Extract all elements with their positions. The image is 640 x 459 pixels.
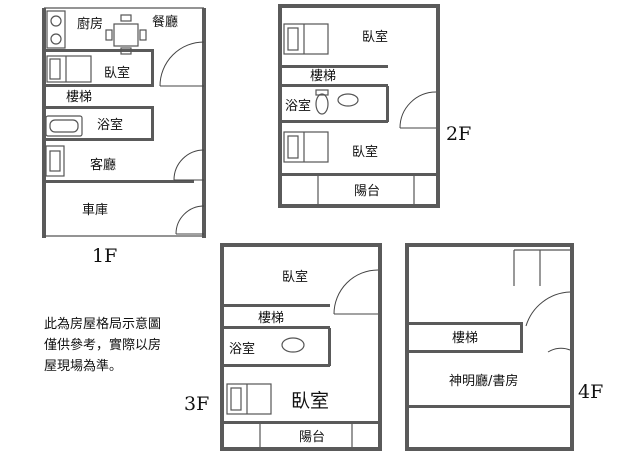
- door-swing-icon: [333, 269, 379, 315]
- floor-4f: 樓梯 神明廳/書房 4F: [405, 243, 603, 451]
- toilet-icon: [315, 89, 329, 115]
- disclaimer-line: 此為房屋格局示意圖: [44, 317, 162, 332]
- room-label-stairs: 樓梯: [452, 331, 478, 346]
- floor-label-1f: 1F: [92, 245, 117, 267]
- bathtub-icon: [45, 115, 83, 137]
- floor-label-4f: 4F: [578, 381, 603, 403]
- room-label-balcony: 陽台: [354, 184, 380, 199]
- bed-icon: [46, 55, 92, 83]
- room-label-dining: 餐廳: [152, 14, 178, 30]
- room-label-kitchen: 廚房: [77, 16, 103, 32]
- sink-icon: [337, 93, 359, 107]
- room-label-bedroom: 臥室: [362, 29, 388, 45]
- door-swing-icon: [173, 149, 205, 181]
- room-label-bedroom: 臥室: [352, 144, 378, 160]
- floor-1f: 廚房 餐廳 臥室 樓梯 浴室 客廳 車庫 1F: [42, 7, 206, 267]
- bed-icon: [226, 383, 272, 415]
- door-swing-icon: [525, 291, 571, 327]
- room-label-bathroom: 浴室: [97, 117, 123, 133]
- room-label-garage: 車庫: [82, 203, 108, 218]
- room-label-bedroom: 臥室: [104, 65, 130, 81]
- door-swing-icon: [547, 347, 571, 353]
- bed-icon: [283, 23, 329, 55]
- room-label-balcony: 陽台: [299, 430, 325, 445]
- floor-2f: 臥室 樓梯 浴室 臥室 陽台 2F: [278, 4, 471, 208]
- room-label-bedroom: 臥室: [282, 269, 308, 285]
- floor-label-3f: 3F: [184, 393, 209, 415]
- room-label-stairs: 樓梯: [258, 311, 284, 326]
- room-label-bedroom: 臥室: [291, 390, 329, 412]
- dining-table-icon: [105, 14, 147, 55]
- sink-icon: [281, 337, 305, 353]
- floor-3f: 臥室 樓梯 浴室 臥室 陽台 3F: [184, 243, 382, 451]
- disclaimer-line: 屋現場為準。: [44, 359, 123, 374]
- door-swing-icon: [175, 205, 205, 235]
- room-label-bathroom: 浴室: [229, 341, 255, 357]
- floor-label-2f: 2F: [446, 123, 471, 145]
- room-label-shrine-study: 神明廳/書房: [449, 373, 518, 389]
- door-swing-icon: [399, 91, 437, 129]
- room-label-bathroom: 浴室: [285, 98, 311, 114]
- disclaimer-line: 僅供參考，實際以房: [44, 338, 162, 353]
- door-swing-icon: [159, 41, 205, 87]
- room-label-stairs: 樓梯: [310, 69, 336, 84]
- room-label-living: 客廳: [90, 157, 116, 173]
- disclaimer-note: 此為房屋格局示意圖 僅供參考，實際以房 屋現場為準。: [44, 314, 194, 377]
- stove-icon: [46, 10, 66, 49]
- sofa-icon: [45, 145, 65, 177]
- room-label-stairs: 樓梯: [66, 90, 92, 105]
- bed-icon: [283, 131, 329, 163]
